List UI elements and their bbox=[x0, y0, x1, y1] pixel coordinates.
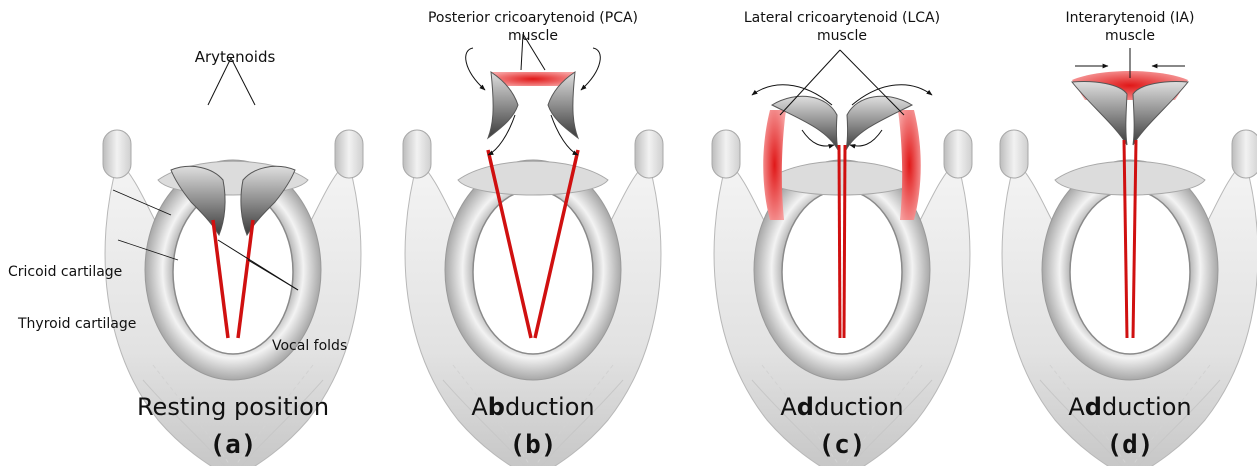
panel-letter-a: (a) bbox=[183, 430, 283, 460]
panel-letter-d: (d) bbox=[1080, 430, 1180, 460]
cricoid-cartilage-label: Cricoid cartilage bbox=[8, 264, 122, 280]
lca-label-line2: muscle bbox=[817, 28, 867, 44]
pca-label-line2: muscle bbox=[508, 28, 558, 44]
panel-letter-b: (b) bbox=[483, 430, 583, 460]
caption-a: Resting position bbox=[133, 393, 333, 421]
pca-label-line1: Posterior cricoarytenoid (PCA) bbox=[428, 10, 638, 26]
arytenoids-label: Arytenoids bbox=[195, 48, 276, 66]
ia-label-line1: Interarytenoid (IA) bbox=[1066, 10, 1195, 26]
lca-muscle-left bbox=[763, 110, 786, 220]
caption-c: Adduction bbox=[742, 393, 942, 421]
caption-d: Adduction bbox=[1030, 393, 1230, 421]
panel-letter-c: (c) bbox=[792, 430, 892, 460]
caption-b: Abduction bbox=[433, 393, 633, 421]
lca-label-line1: Lateral cricoarytenoid (LCA) bbox=[744, 10, 940, 26]
vocal-fold-right bbox=[844, 145, 845, 338]
lca-muscle-right bbox=[898, 110, 921, 220]
ia-label-line2: muscle bbox=[1105, 28, 1155, 44]
vocal-fold-left bbox=[839, 145, 840, 338]
thyroid-cartilage-label: Thyroid cartilage bbox=[17, 316, 136, 332]
vocal-folds-label: Vocal folds bbox=[272, 338, 347, 354]
